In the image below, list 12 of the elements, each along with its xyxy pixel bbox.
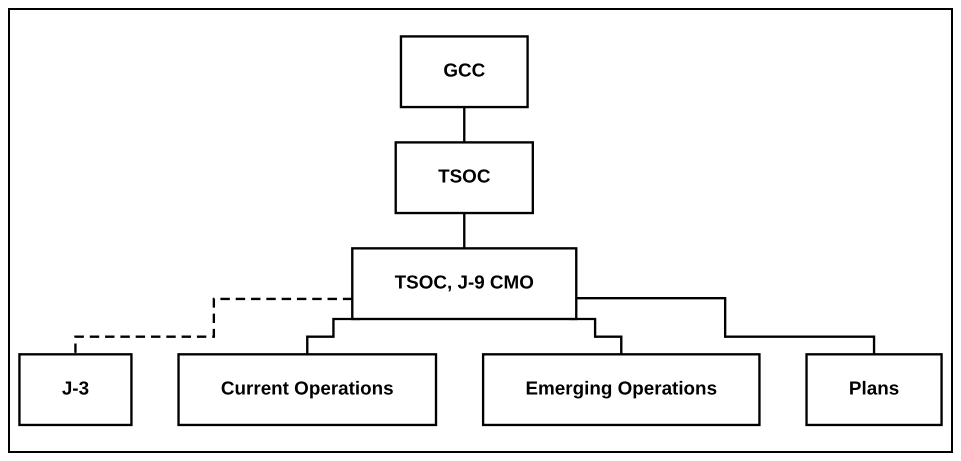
frame-border: GCC TSOC TSOC, J-9 CMO J-3 Current Operations Emerging Operations Plans bbox=[8, 8, 953, 453]
node-box bbox=[805, 352, 943, 426]
node-box bbox=[177, 352, 438, 426]
connector bbox=[576, 296, 876, 356]
node-box bbox=[351, 246, 578, 320]
connector bbox=[74, 298, 352, 356]
node-box bbox=[400, 35, 529, 108]
connector bbox=[463, 212, 466, 250]
connector bbox=[463, 106, 466, 144]
node-box bbox=[482, 352, 761, 426]
node-box bbox=[394, 141, 534, 214]
node-box bbox=[18, 352, 133, 426]
